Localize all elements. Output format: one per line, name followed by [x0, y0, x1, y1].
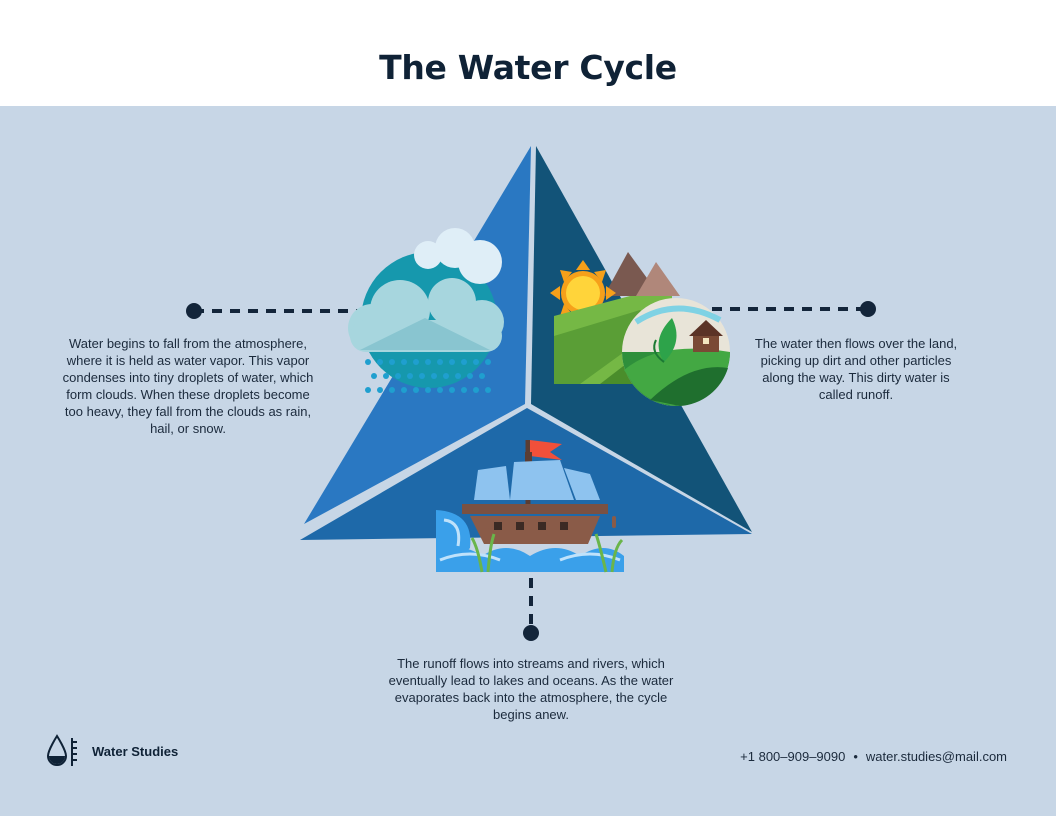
- runoff-description: The water then flows over the land, pick…: [754, 336, 958, 402]
- farmland-icon: [550, 252, 730, 406]
- sailing-ship-icon: [436, 440, 624, 573]
- contact-phone: +1 800–909–9090: [740, 749, 846, 764]
- water-drop-gauge-icon: [46, 734, 77, 766]
- rain-cloud-icon: [348, 228, 504, 393]
- contact-info: +1 800–909–9090 • water.studies@mail.com: [740, 749, 1007, 764]
- precipitation-description: Water begins to fall from the atmosphere…: [62, 336, 314, 436]
- collection-description: The runoff flows into streams and rivers…: [388, 656, 674, 722]
- contact-separator: •: [853, 749, 858, 764]
- page-title: The Water Cycle: [379, 48, 677, 87]
- water-cycle-diagram: Water begins to fall from the atmosphere…: [0, 106, 1056, 816]
- brand-name: Water Studies: [92, 743, 179, 759]
- brand: Water Studies: [46, 734, 178, 768]
- contact-email: water.studies@mail.com: [865, 749, 1007, 764]
- header: The Water Cycle: [0, 0, 1056, 106]
- connector-collection: [523, 560, 539, 641]
- diagram-graphic: [186, 146, 876, 641]
